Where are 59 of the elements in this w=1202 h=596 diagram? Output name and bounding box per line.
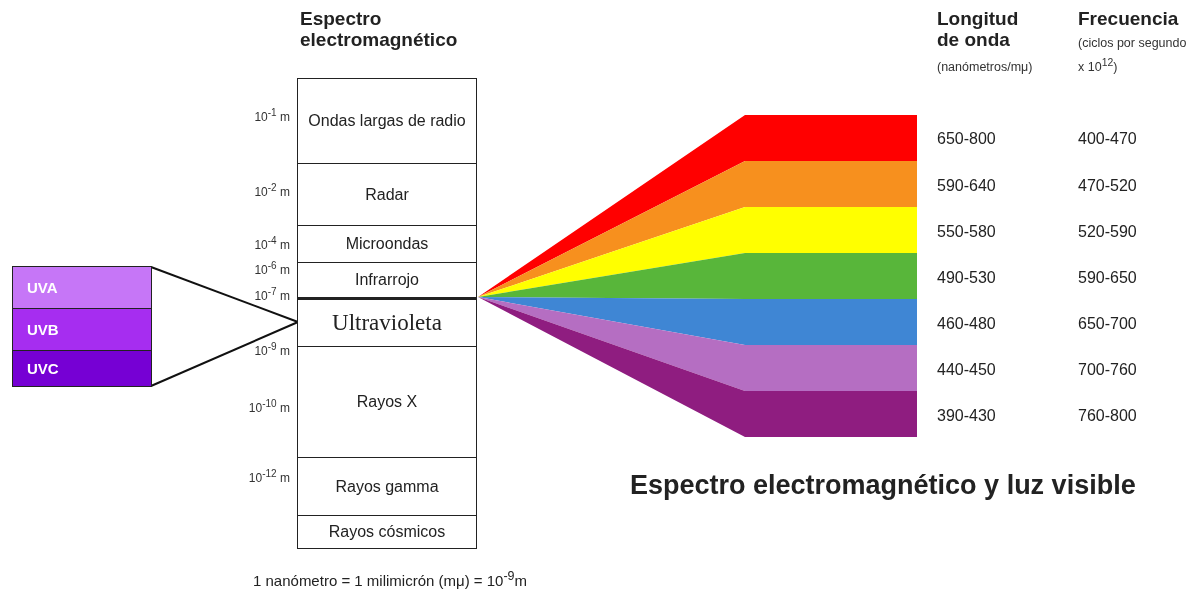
scale-label: 10$^{-9}$ m	[253, 341, 290, 358]
frequency-value: 590-650	[1078, 269, 1137, 287]
connector-line	[150, 266, 299, 323]
scale-label: 10$^{-7}$ m	[253, 286, 290, 303]
spectrum-band	[297, 346, 477, 458]
spectrum-band	[297, 78, 477, 164]
column-subheading: (ciclos por segundo x 10$^{12}$)	[1078, 35, 1188, 77]
color-band	[478, 253, 917, 299]
frequency-value: 400-470	[1078, 130, 1137, 148]
scale-label: 10$^{-6}$ m	[253, 260, 290, 277]
footnote: 1 nanómetro = 1 milimicrón (mμ) = 10$^{-9}$m	[253, 569, 528, 589]
uv-band	[12, 266, 152, 309]
connector-line	[150, 321, 299, 387]
scale-label: 10$^{-4}$ m	[253, 235, 290, 252]
color-band	[478, 161, 917, 297]
scale-label: 10$^{-2}$ m	[253, 182, 290, 199]
band-label: Infrarrojo	[355, 271, 419, 289]
column-heading: Frecuencia	[1078, 8, 1180, 29]
band-label: Ondas largas de radio	[308, 112, 466, 130]
band-label: Rayos cósmicos	[328, 523, 446, 541]
wavelength-value: 440-450	[937, 361, 996, 379]
color-band	[478, 297, 917, 437]
band-label: UVC	[27, 360, 59, 377]
column-heading: Longitud de onda	[937, 8, 1020, 50]
spectrum-band	[297, 297, 477, 347]
band-label: Ultravioleta	[332, 310, 442, 336]
band-label: UVA	[27, 279, 58, 296]
spectrum-band	[297, 163, 477, 226]
wavelength-value: 650-800	[937, 130, 996, 148]
diagram-title: Espectro electromagnético y luz visible	[630, 470, 1136, 501]
color-band	[478, 115, 917, 297]
frequency-value: 470-520	[1078, 177, 1137, 195]
uv-band	[12, 350, 152, 387]
wavelength-value: 390-430	[937, 407, 996, 425]
column-subheading: (nanómetros/mμ)	[937, 59, 1034, 76]
wavelength-value: 590-640	[937, 177, 996, 195]
band-label: Rayos gamma	[335, 477, 439, 496]
wavelength-value: 460-480	[937, 315, 996, 333]
frequency-value: 520-590	[1078, 223, 1137, 241]
color-band	[478, 297, 917, 391]
wavelength-value: 550-580	[937, 223, 996, 241]
column-heading: Espectro electromagnético	[300, 8, 459, 50]
scale-label: 10$^{-1}$ m	[253, 107, 290, 124]
spectrum-band	[297, 457, 477, 516]
scale-label: 10$^{-10}$ m	[247, 398, 290, 415]
band-label: UVB	[27, 321, 59, 338]
color-band	[478, 207, 917, 297]
wavelength-value: 490-530	[937, 269, 996, 287]
spectrum-band	[297, 225, 477, 263]
band-label: Radar	[365, 185, 409, 204]
scale-label: 10$^{-12}$ m	[247, 468, 290, 485]
spectrum-band	[297, 515, 477, 549]
band-label: Rayos X	[356, 393, 418, 411]
spectrum-band	[297, 262, 477, 298]
uv-band	[12, 308, 152, 351]
band-label: Microondas	[345, 235, 429, 253]
frequency-value: 700-760	[1078, 361, 1137, 379]
frequency-value: 650-700	[1078, 315, 1137, 333]
frequency-value: 760-800	[1078, 407, 1137, 425]
